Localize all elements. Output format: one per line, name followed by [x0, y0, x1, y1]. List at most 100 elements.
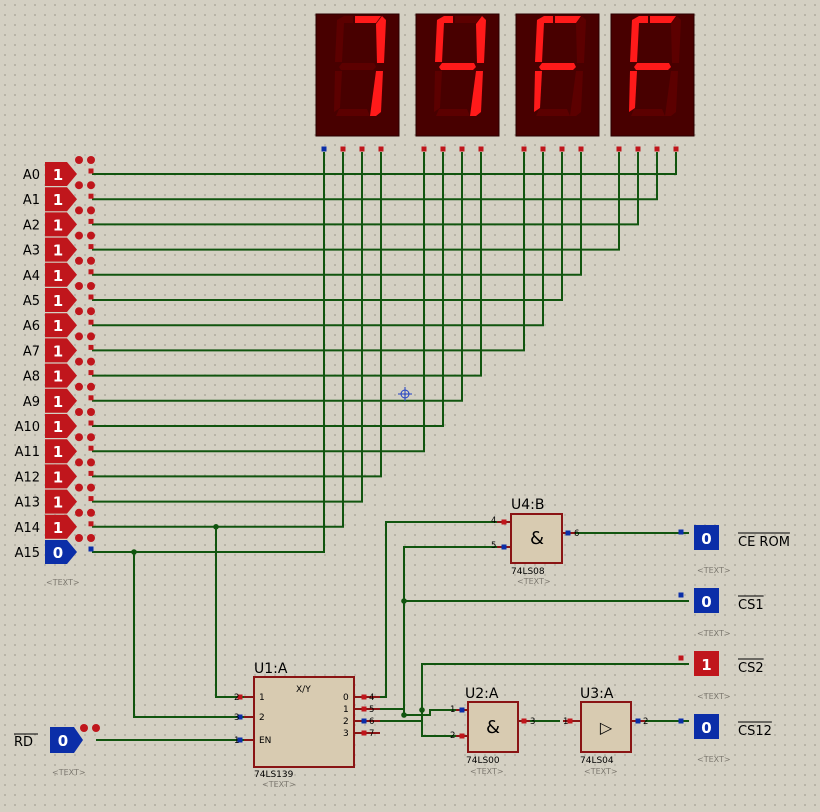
and-symbol: &	[530, 528, 544, 549]
address-label: A12	[15, 470, 40, 485]
probe-pin	[678, 529, 684, 535]
probe-text-placeholder: <TEXT>	[697, 629, 731, 638]
address-label: A8	[23, 370, 40, 385]
nand-symbol: &	[486, 717, 500, 738]
decoder-pin-label: EN	[259, 736, 271, 746]
logic-probe-box[interactable]	[694, 651, 719, 676]
logic-state-toggle[interactable]	[45, 212, 77, 237]
rd-input[interactable]: RD 0 <TEXT>	[14, 727, 86, 777]
logic-probe-box[interactable]	[694, 714, 719, 739]
logic-state-toggle[interactable]	[45, 489, 77, 514]
a15-to-decoder-wire	[133, 552, 244, 718]
logic-state-toggle[interactable]	[45, 464, 77, 489]
address-wire	[92, 152, 363, 503]
logic-probe-box[interactable]	[694, 525, 719, 550]
logic-state-toggle[interactable]	[45, 187, 77, 212]
inverter-u3a-text-placeholder: <TEXT>	[584, 767, 618, 776]
logic-state-toggle[interactable]	[45, 439, 77, 464]
display-pin	[440, 146, 446, 152]
probe-led-icon	[87, 357, 95, 366]
probe-led-icon	[75, 282, 83, 290]
logic-state-toggle[interactable]	[45, 363, 77, 388]
logic-state-toggle[interactable]	[45, 414, 77, 438]
probe-led-icon	[75, 357, 83, 366]
logic-state-toggle[interactable]	[45, 288, 77, 312]
address-label: A10	[15, 420, 40, 435]
address-label: A5	[23, 294, 40, 309]
display-segment	[570, 71, 583, 116]
display-segment	[631, 109, 665, 116]
decoder-u1-body[interactable]	[253, 676, 355, 768]
probe-led-icon	[87, 307, 95, 316]
display-pin	[359, 146, 365, 152]
rd-logic-state[interactable]	[50, 727, 83, 753]
display-segment	[434, 71, 442, 112]
logic-probe-box[interactable]	[694, 588, 719, 613]
probe-text-placeholder: <TEXT>	[697, 755, 731, 764]
decoder-output-pin	[361, 694, 367, 700]
gate-u2a[interactable]: U2:A & 74LS00 <TEXT> 1 2 3	[450, 686, 535, 776]
probe-led-icon	[75, 483, 83, 492]
decoder-pin-label: 2	[259, 713, 265, 723]
logic-state-value: 1	[53, 216, 63, 234]
probe-led-icon	[75, 206, 83, 215]
gate-u4b-body[interactable]	[510, 513, 563, 564]
inverter-u3a-pin-in: 1	[563, 717, 568, 727]
inverter-u3a-body[interactable]	[580, 701, 632, 753]
signal-label: CE ROM	[738, 535, 790, 550]
gate-pin	[501, 544, 507, 550]
gate-u2a-body[interactable]	[467, 701, 519, 753]
probe-led-icon	[87, 458, 95, 467]
decoder-pin-number: 3	[234, 713, 239, 723]
address-wire	[92, 152, 658, 201]
address-label: A15	[15, 546, 40, 561]
address-wire	[92, 152, 463, 402]
logic-state-toggle[interactable]	[45, 162, 77, 186]
signal-label: CS2	[738, 661, 764, 676]
probe-led-icon	[87, 206, 95, 215]
seven-segment-display	[315, 13, 400, 152]
logic-state-toggle[interactable]	[45, 338, 77, 363]
logic-state-toggle[interactable]	[45, 237, 77, 262]
logic-state-toggle[interactable]	[45, 313, 77, 338]
gate-u4b[interactable]: U4:B & 74LS08 <TEXT> 4 5 6	[491, 497, 579, 586]
logic-state-toggle[interactable]	[45, 388, 77, 413]
probe-led-icon	[87, 231, 95, 240]
logic-state-toggle[interactable]	[45, 514, 77, 539]
inverter-u3a[interactable]: U3:A ▷ 74LS04 <TEXT> 1 2	[563, 686, 648, 776]
logic-state-toggle[interactable]	[45, 262, 77, 287]
logic-state-toggle[interactable]	[45, 540, 77, 564]
seven-segment-display	[610, 13, 695, 152]
decoder-pin-number: 1	[234, 736, 239, 746]
probe-led-icon	[75, 433, 83, 442]
probe-led-icon	[75, 307, 83, 316]
decoder-u1-part: 74LS139	[254, 770, 294, 780]
input-pin	[88, 344, 94, 350]
logic-state-value: 1	[53, 443, 63, 461]
address-wire	[92, 152, 482, 377]
display-pin	[654, 146, 660, 152]
